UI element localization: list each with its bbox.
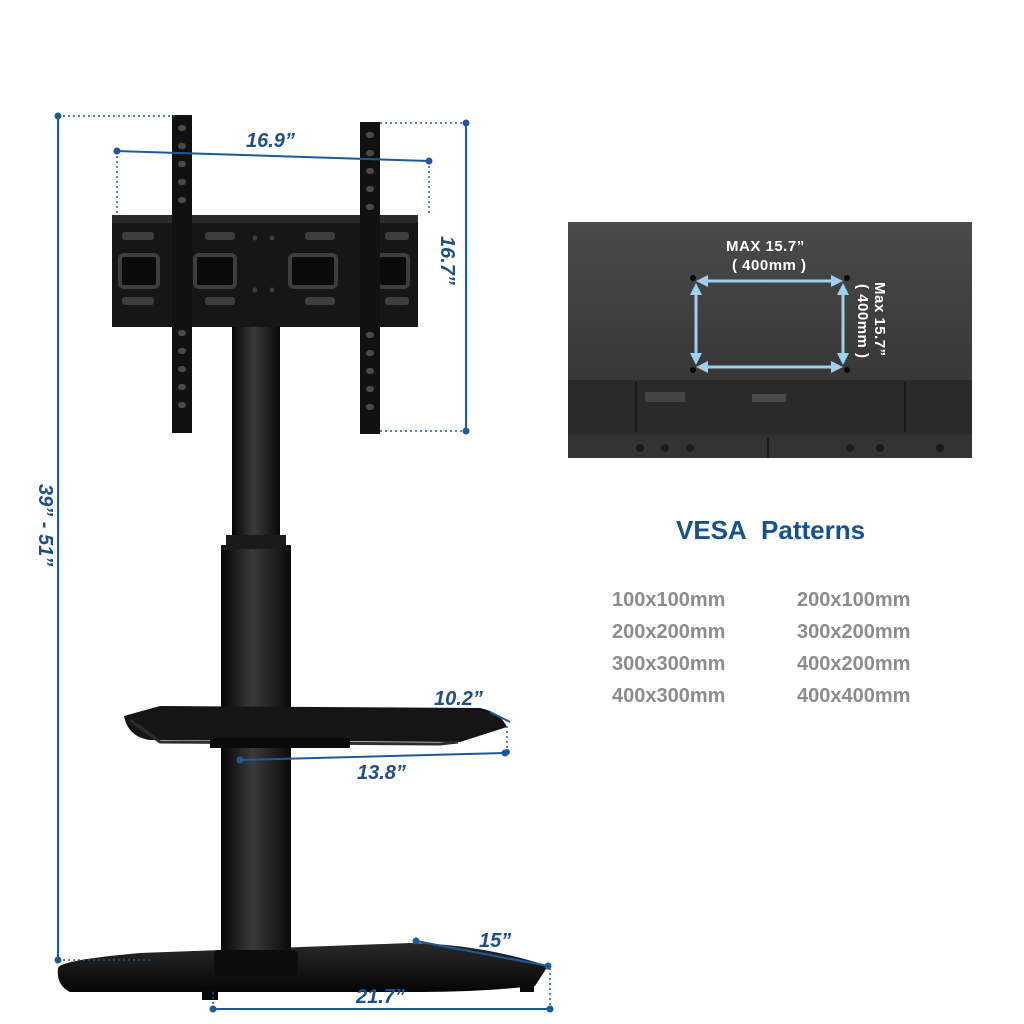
base-foot-right — [520, 982, 534, 992]
tv-max-width-mm: ( 400mm ) — [732, 257, 807, 274]
tv-max-height-label: Max 15.7” — [871, 282, 888, 357]
stand-base — [57, 943, 548, 992]
vesa-pattern: 400x400mm — [797, 685, 911, 707]
shelf-depth-label: 10.2” — [434, 688, 483, 710]
mount-arm-right — [360, 122, 380, 434]
vesa-title: VESA Patterns — [676, 515, 866, 545]
vesa-pattern: 400x200mm — [797, 653, 911, 675]
mount-arm-left — [172, 115, 192, 433]
vesa-pattern: 100x100mm — [612, 589, 726, 611]
vesa-patterns-list: 100x100mm 200x100mm 200x200mm 300x200mm … — [612, 588, 942, 708]
base-width-label: 21.7” — [356, 986, 405, 1008]
base-depth-label: 15” — [479, 930, 512, 952]
tv-max-width-label: MAX 15.7” — [726, 238, 805, 255]
vesa-arrows — [690, 275, 849, 373]
vesa-pattern: 200x200mm — [612, 621, 726, 643]
vesa-pattern: 300x300mm — [612, 653, 726, 675]
glass-shelf — [124, 706, 507, 742]
shelf-width-label: 13.8” — [357, 762, 406, 784]
tv-stand — [57, 115, 548, 1000]
vesa-pattern: 400x300mm — [612, 685, 726, 707]
tv-max-height-mm: ( 400mm ) — [854, 284, 871, 359]
total-height-label: 39” - 51” — [34, 484, 56, 567]
dimension-lines — [54, 112, 554, 1013]
bracket-height-label: 16.7” — [436, 236, 458, 285]
tv-back-panel — [568, 222, 972, 458]
vesa-pattern: 200x100mm — [797, 589, 911, 611]
vesa-pattern: 300x200mm — [797, 621, 911, 643]
bracket-width-label: 16.9” — [246, 130, 295, 152]
base-foot-left — [202, 990, 218, 1000]
